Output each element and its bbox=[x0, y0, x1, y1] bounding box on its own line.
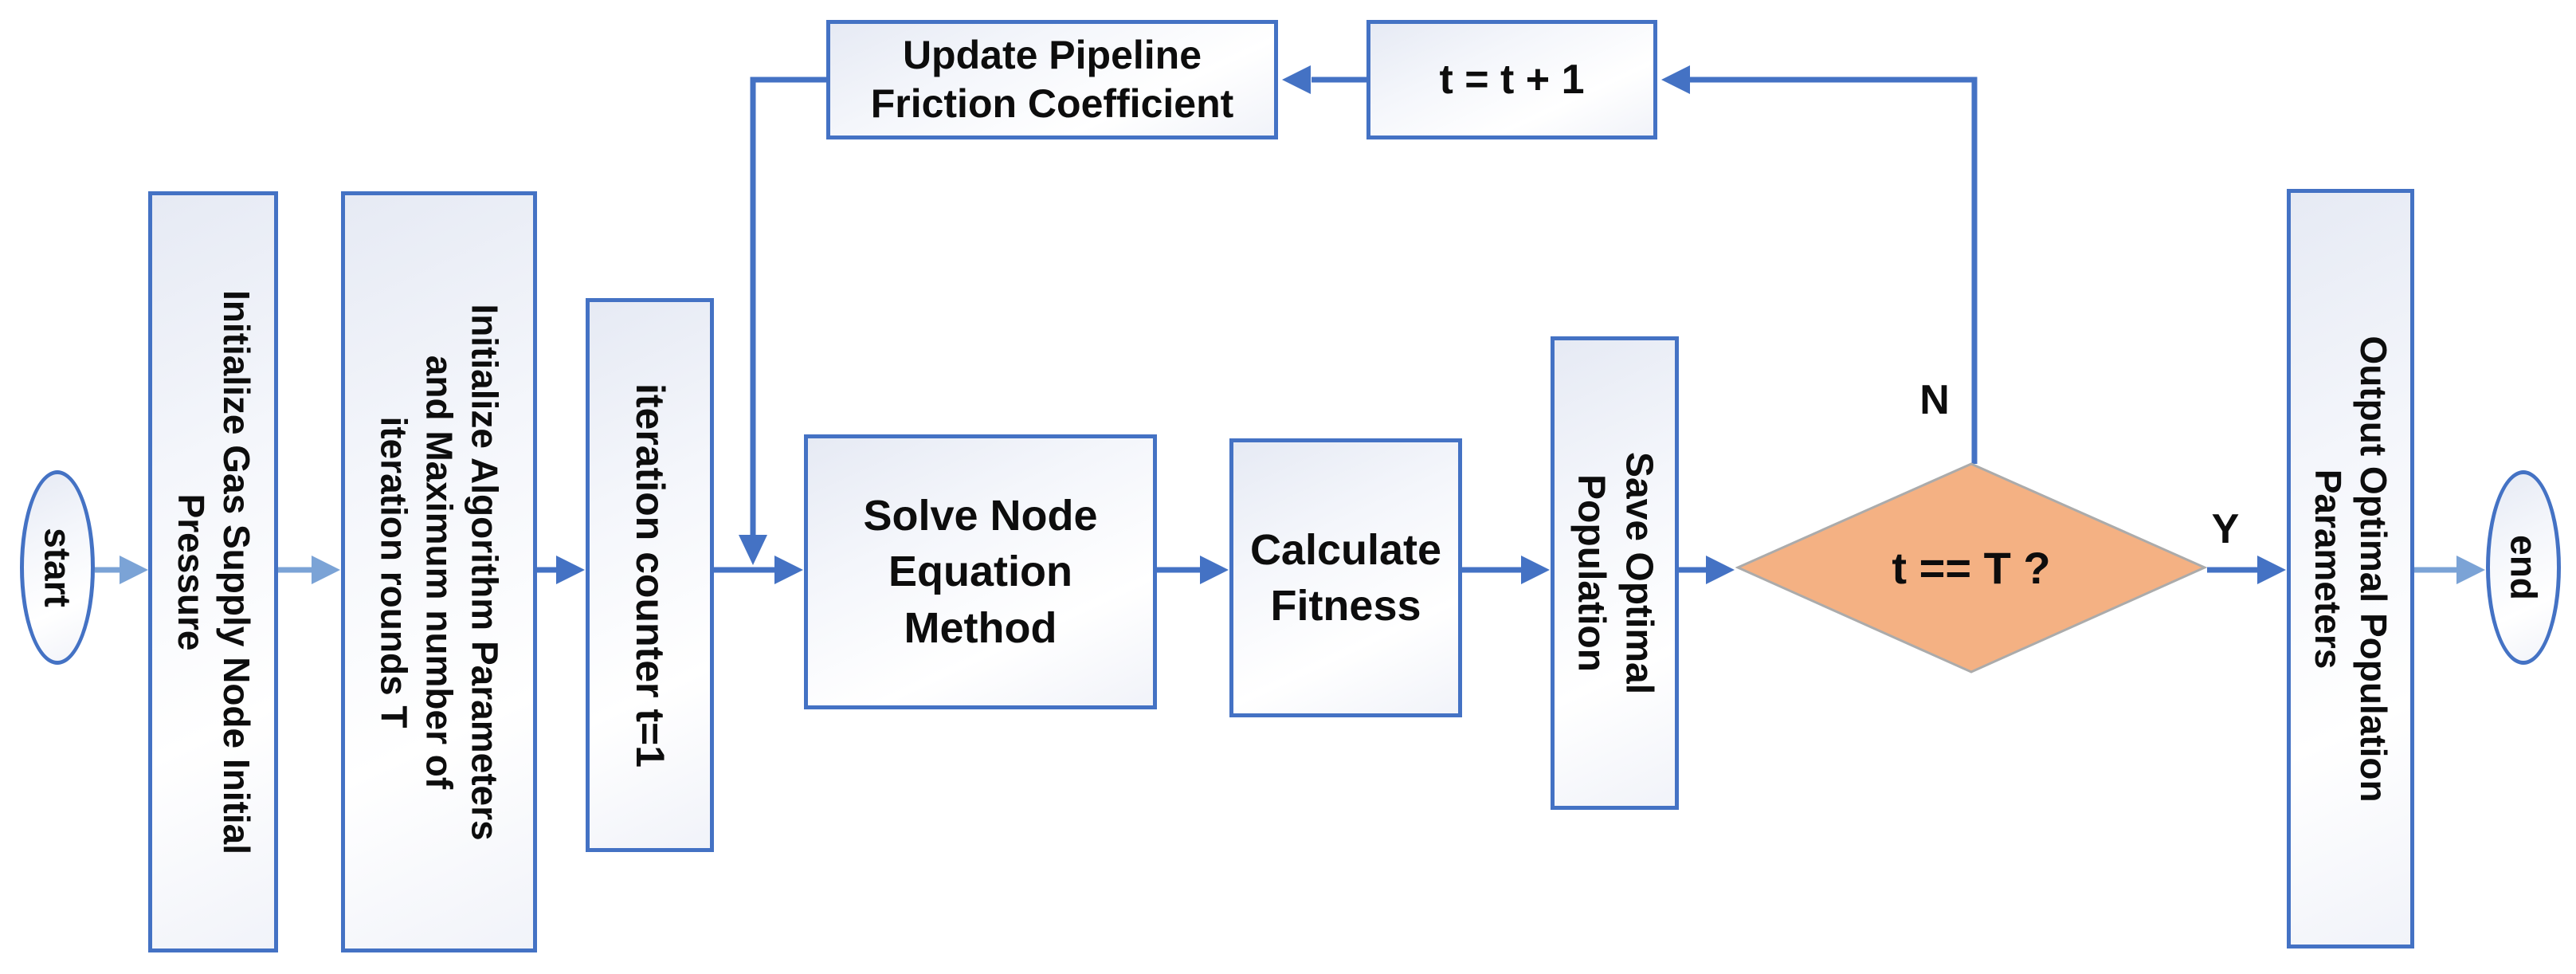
process-calculate-fitness-label: Calculate Fitness bbox=[1249, 525, 1442, 630]
process-init-algorithm-label: Initialize Algorithm Parameters and Maxi… bbox=[373, 303, 506, 841]
process-update-friction: Update Pipeline Friction Coefficient bbox=[826, 20, 1278, 139]
process-init-algorithm: Initialize Algorithm Parameters and Maxi… bbox=[341, 191, 537, 952]
edge-increment-to-update-friction bbox=[1282, 65, 1366, 94]
process-iteration-counter-label: iteration counter t=1 bbox=[627, 383, 672, 768]
start-terminator: start bbox=[20, 470, 95, 665]
process-increment: t = t + 1 bbox=[1366, 20, 1657, 139]
end-terminator: end bbox=[2486, 470, 2561, 665]
edge-update-friction-to-junction bbox=[739, 77, 826, 565]
process-solve-node-label: Solve Node Equation Method bbox=[863, 492, 1098, 652]
edge-init-pressure-to-init-algorithm bbox=[278, 556, 340, 584]
decision-diamond-shape bbox=[1735, 462, 2208, 674]
edge-decision-no-to-increment bbox=[1661, 65, 1978, 464]
decision-diamond: t == T ? bbox=[1735, 462, 2208, 674]
process-solve-node: Solve Node Equation Method bbox=[804, 434, 1157, 709]
process-init-pressure: Initialize Gas Supply Node Initial Press… bbox=[148, 191, 278, 952]
branch-label-no: N bbox=[1919, 377, 1950, 423]
branch-label-yes: Y bbox=[2211, 506, 2240, 552]
edge-start-to-init-pressure bbox=[95, 556, 148, 584]
process-output-params-label: Output Optimal Population Parameters bbox=[2307, 335, 2395, 803]
edge-save-optimal-to-decision bbox=[1679, 556, 1735, 584]
edge-output-params-to-end bbox=[2414, 556, 2485, 584]
edge-iteration-counter-to-solve-node bbox=[714, 556, 803, 584]
edge-init-algorithm-to-iteration-counter bbox=[537, 556, 585, 584]
process-save-optimal-label: Save Optimal Population bbox=[1570, 451, 1660, 695]
edge-decision-yes-to-output-params bbox=[2207, 556, 2286, 584]
edge-calculate-fitness-to-save-optimal bbox=[1462, 556, 1550, 584]
decision-label: t == T ? bbox=[1892, 543, 2051, 593]
process-init-pressure-label: Initialize Gas Supply Node Initial Press… bbox=[170, 289, 257, 854]
process-update-friction-label: Update Pipeline Friction Coefficient bbox=[870, 33, 1234, 126]
end-label: end bbox=[2503, 535, 2545, 600]
process-increment-label: t = t + 1 bbox=[1439, 56, 1585, 103]
edge-solve-node-to-calculate-fitness bbox=[1157, 556, 1229, 584]
start-label: start bbox=[37, 528, 79, 607]
process-calculate-fitness: Calculate Fitness bbox=[1229, 438, 1462, 717]
process-iteration-counter: iteration counter t=1 bbox=[586, 298, 714, 852]
process-output-params: Output Optimal Population Parameters bbox=[2287, 189, 2414, 948]
process-save-optimal: Save Optimal Population bbox=[1551, 336, 1679, 810]
